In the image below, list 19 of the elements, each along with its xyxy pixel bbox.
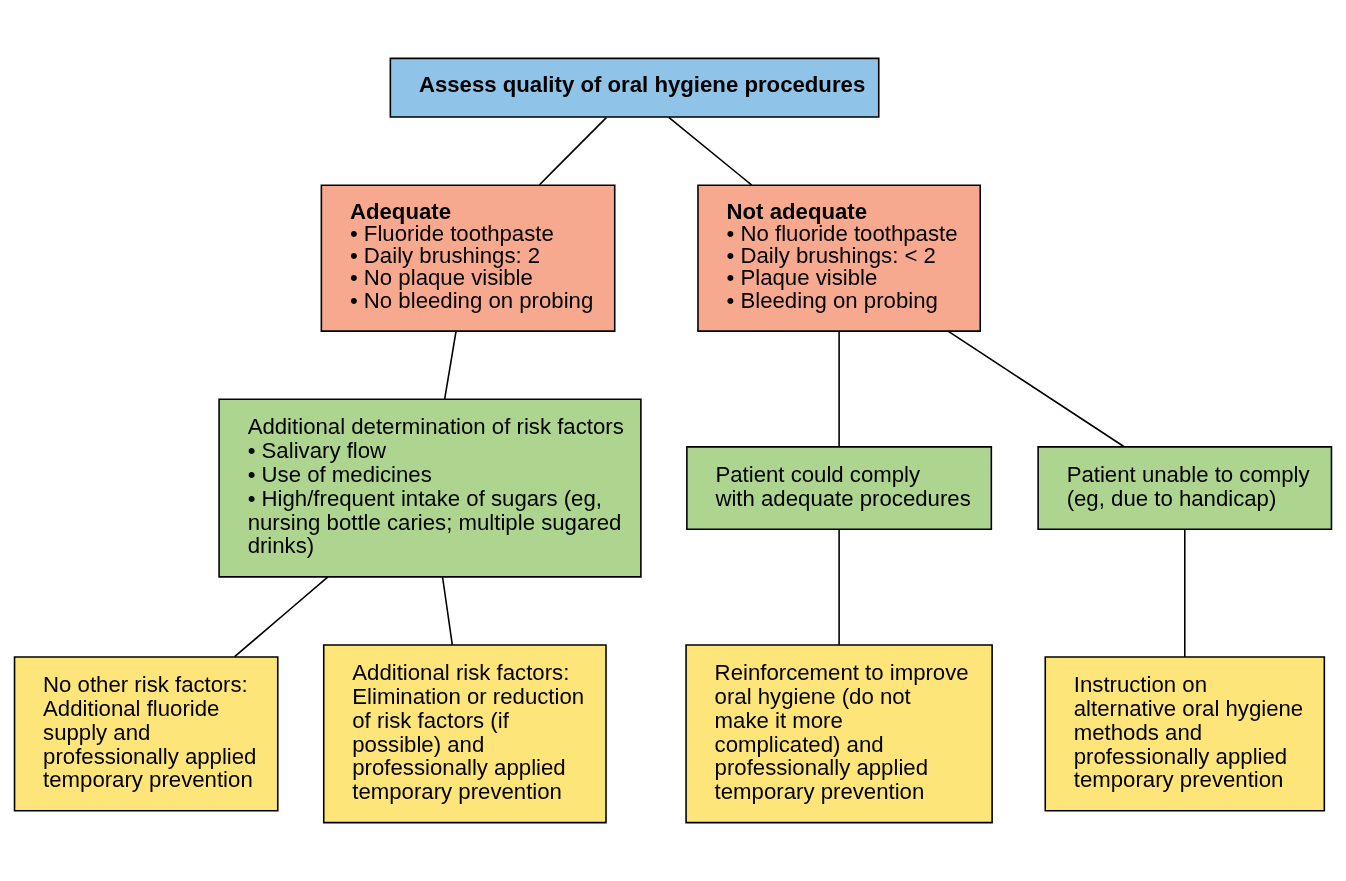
node-box: Patient unable to comply (eg, due to handicap) bbox=[1037, 446, 1333, 531]
connector bbox=[538, 116, 608, 186]
connector bbox=[838, 528, 840, 646]
node-box: Assess quality of oral hygiene procedures bbox=[389, 57, 880, 118]
connector bbox=[233, 576, 329, 658]
node-box: Additional risk factors: Elimination or reduction of risk factors (if possible) and professionally applied temporary prevention bbox=[322, 644, 607, 824]
connector bbox=[441, 576, 454, 646]
node-box: No other risk factors: Additional fluoride supply and professionally applied temporary prevention bbox=[13, 656, 279, 812]
connector bbox=[947, 330, 1125, 448]
node-box: Instruction on alternative oral hygiene methods and professionally applied temporary prevention bbox=[1044, 656, 1326, 812]
node-box: Reinforcement to improve oral hygiene (do not make it more complicated) and professionally applied temporary prevention bbox=[685, 644, 993, 824]
connector bbox=[838, 330, 840, 447]
connector bbox=[1184, 528, 1186, 658]
connector bbox=[443, 330, 457, 400]
node-box: Additional determination of risk factors • Salivary flow • Use of medicines • High/frequent intake of sugars (eg, nursing bottle caries; multiple sugared drinks) bbox=[218, 398, 642, 578]
node-box: Not adequate • No fluoride toothpaste • Daily brushings: < 2 • Plaque visible • Bleeding on probing bbox=[697, 184, 982, 332]
node-box: Patient could comply with adequate procedures bbox=[686, 446, 993, 531]
connector bbox=[668, 116, 753, 186]
node-box: Adequate • Fluoride toothpaste • Daily brushings: 2 • No plaque visible • No bleeding on probing bbox=[320, 184, 616, 332]
